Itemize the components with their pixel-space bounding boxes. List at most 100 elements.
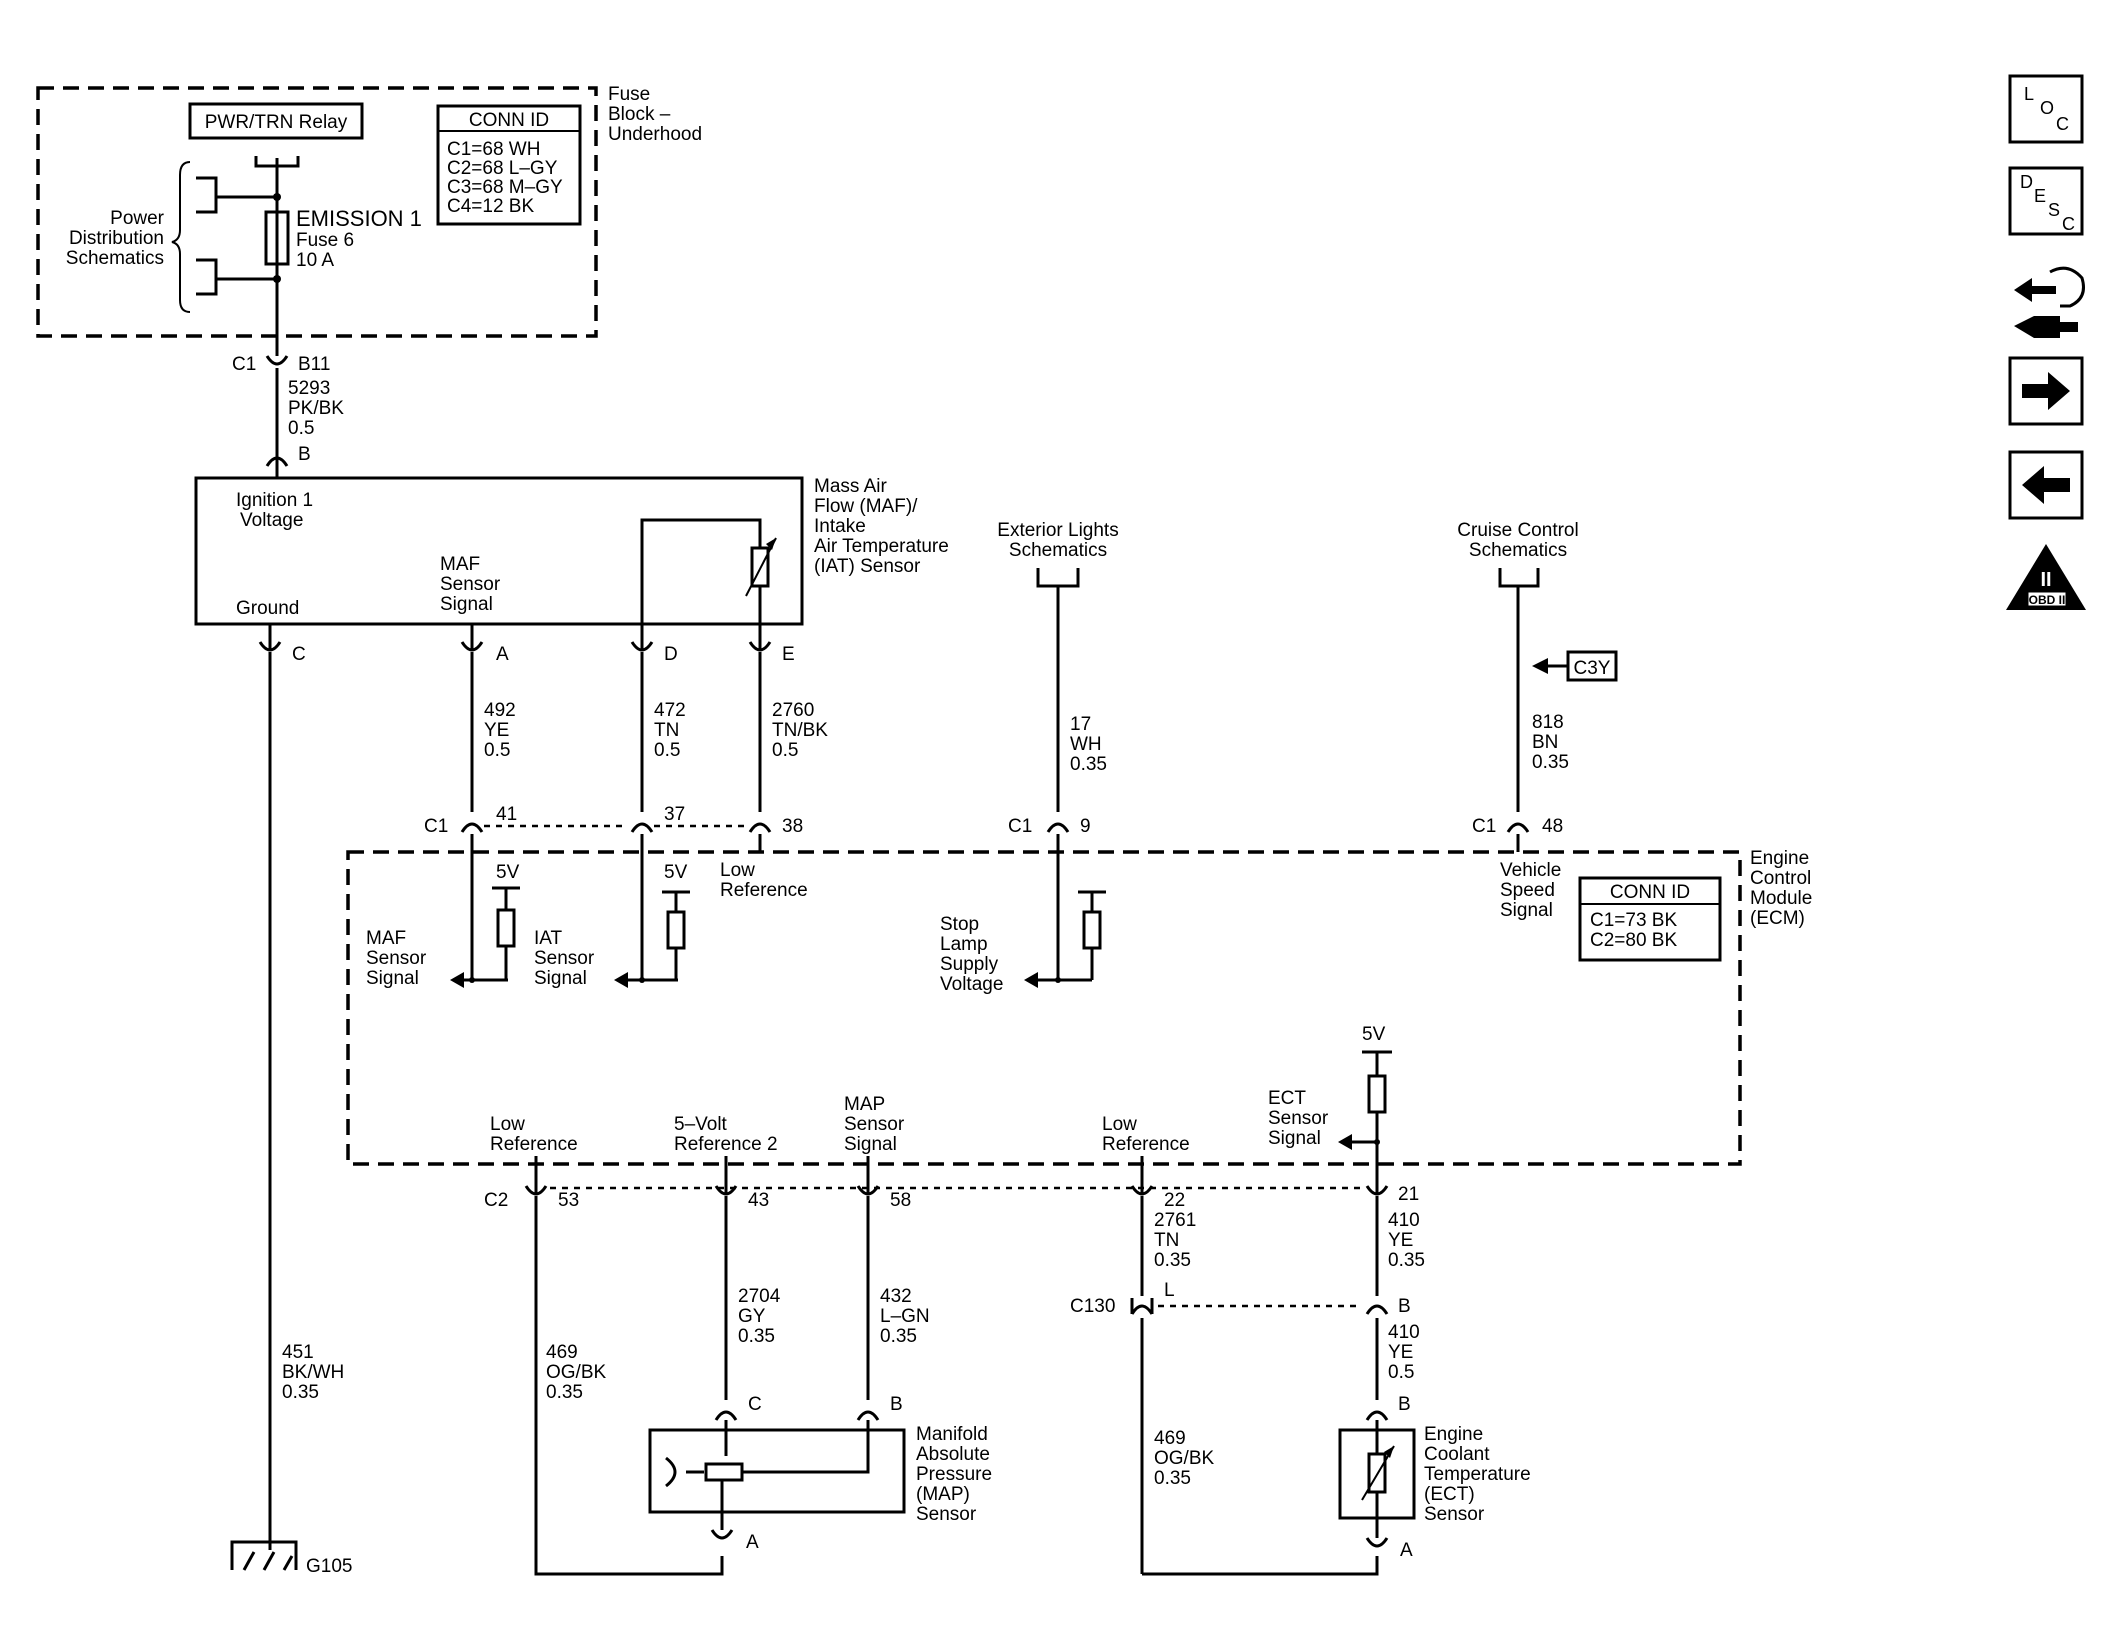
ecm-c2-connectors: C2 53 43 58 22 21 — [484, 1164, 1419, 1211]
power-dist-label-1: Power — [110, 208, 165, 229]
arrow-left-icon — [2022, 466, 2070, 504]
ground-label: Ground — [236, 598, 299, 619]
maf-5v-label: 5V — [496, 862, 520, 883]
ecm-title-1: Engine — [1750, 848, 1809, 869]
wire-432-color: L–GN — [880, 1306, 930, 1327]
ecm-low-ref-1-b: Reference — [490, 1134, 578, 1155]
wire-2761-gauge: 0.35 — [1154, 1250, 1191, 1271]
ecm-iat-signal-1: IAT — [534, 928, 563, 949]
map-pin-a: A — [746, 1532, 759, 1553]
ecm-low-ref-1-a: Low — [490, 1114, 525, 1135]
ecm-low-ref-2-a: Low — [1102, 1114, 1137, 1135]
ecm-pin-41: 41 — [496, 804, 517, 825]
wire-2704-color: GY — [738, 1306, 766, 1327]
wire-492-color: YE — [484, 720, 509, 741]
ecm-pin-43: 43 — [748, 1190, 769, 1211]
stop-lamp-label-4: Voltage — [940, 974, 1003, 995]
upper-wires: 492 YE 0.5 472 TN 0.5 2760 TN/BK 0.5 Ext… — [470, 520, 1618, 812]
pwr-trn-relay-box — [188, 102, 364, 140]
c3y-box — [1566, 650, 1618, 682]
c130-label: C130 — [1070, 1296, 1115, 1317]
engine-control-module: Engine Control Module (ECM) CONN ID C1=7… — [346, 834, 1812, 1166]
vss-label-1: Vehicle — [1500, 860, 1561, 881]
ecm-pin-38: 38 — [782, 816, 803, 837]
ect-title-2: Coolant — [1424, 1444, 1490, 1465]
map-title-3: Pressure — [916, 1464, 992, 1485]
ect-pin-b: B — [1398, 1394, 1411, 1415]
wire-2704-gauge: 0.35 — [738, 1326, 775, 1347]
wire-2761-color: TN — [1154, 1230, 1179, 1251]
c1-label-vss: C1 — [1472, 816, 1496, 837]
stop-lamp-label-3: Supply — [940, 954, 999, 975]
wire-2760-gauge: 0.5 — [772, 740, 798, 761]
c1-label-maf: C1 — [424, 816, 448, 837]
ecm-pin-58: 58 — [890, 1190, 911, 1211]
maf-iat-title-1: Mass Air — [814, 476, 888, 497]
previous-page-button[interactable] — [2008, 450, 2084, 520]
desc-letter-e: E — [2034, 186, 2046, 206]
maf-pullup-resistor — [496, 908, 516, 948]
obd-ii-numeral: II — [2040, 569, 2051, 591]
c130-pin-l: L — [1164, 1280, 1175, 1301]
repair-hand-icon[interactable] — [2014, 266, 2085, 338]
wire-818-color: BN — [1532, 732, 1558, 753]
iat-pullup-resistor — [666, 910, 686, 950]
ecm-c1-connectors: C1 41 37 38 C1 9 C1 48 — [424, 804, 1563, 837]
ecm-conn-id-header: CONN ID — [1610, 882, 1690, 903]
ecm-title-2: Control — [1750, 868, 1811, 889]
fuse-conn-id-row-1: C1=68 WH — [447, 139, 540, 160]
wire-5293-gauge: 0.5 — [288, 418, 314, 439]
fuse-number: Fuse 6 — [296, 230, 354, 251]
wire-5293-color: PK/BK — [288, 398, 344, 419]
ground-symbol-icon — [230, 1540, 298, 1571]
ecm-conn-id-row-1: C1=73 BK — [1590, 910, 1677, 931]
fuse-conn-pin: B11 — [298, 354, 330, 375]
wire-451-circuit: 451 — [282, 1342, 314, 1363]
wire-410b-circuit: 410 — [1388, 1322, 1420, 1343]
ground-g105: G105 — [306, 1556, 352, 1577]
stop-lamp-arrow-icon — [1024, 972, 1038, 988]
fuse-conn-id-header: CONN ID — [469, 110, 549, 131]
ecm-title-4: (ECM) — [1750, 908, 1805, 929]
wire-2760-color: TN/BK — [772, 720, 828, 741]
obd-ii-button[interactable]: II OBD II — [2006, 544, 2086, 610]
map-title-4: (MAP) — [916, 1484, 970, 1505]
ecm-pin-22: 22 — [1164, 1190, 1185, 1211]
wire-472-gauge: 0.5 — [654, 740, 680, 761]
next-page-button[interactable] — [2008, 356, 2084, 426]
maf-iat-title-4: Air Temperature — [814, 536, 949, 557]
wire-17-circuit: 17 — [1070, 714, 1091, 735]
wire-818-gauge: 0.35 — [1532, 752, 1569, 773]
desc-letter-s: S — [2048, 200, 2060, 220]
desc-button[interactable]: D E S C — [2008, 166, 2084, 236]
ect-signal-label-1: ECT — [1268, 1088, 1306, 1109]
lower-wires: 469 OG/BK 0.35 2704 GY 0.35 432 L–GN 0.3… — [534, 1196, 1425, 1576]
power-dist-label-3: Schematics — [66, 248, 164, 269]
nav-panel: L O C D E S C II OBD II — [2006, 74, 2086, 610]
exterior-lights-label-2: Schematics — [1009, 540, 1107, 561]
obd-ii-label: OBD II — [2029, 593, 2066, 607]
fuse-block-underhood: Fuse Block – Underhood PWR/TRN Relay CON… — [36, 84, 702, 356]
fuse-rating: 10 A — [296, 250, 334, 271]
loc-button[interactable]: L O C — [2008, 74, 2084, 144]
loc-letter-o: O — [2040, 98, 2054, 118]
exterior-lights-label-1: Exterior Lights — [997, 520, 1118, 541]
cruise-control-label-1: Cruise Control — [1457, 520, 1578, 541]
ecm-map-signal-a: MAP — [844, 1094, 885, 1115]
fuse-conn-id-row-3: C3=68 M–GY — [447, 177, 563, 198]
maf-iat-title-5: (IAT) Sensor — [814, 556, 921, 577]
ecm-low-ref-top-2: Reference — [720, 880, 808, 901]
wire-17-gauge: 0.35 — [1070, 754, 1107, 775]
map-pressure-port-icon — [665, 1456, 677, 1488]
ect-pin-a: A — [1400, 1540, 1413, 1561]
ecm-5v-ref-b: Reference 2 — [674, 1134, 778, 1155]
wire-410a-circuit: 410 — [1388, 1210, 1420, 1231]
fuse-conn-c1: C1 — [232, 354, 256, 375]
wire-469b-color: OG/BK — [1154, 1448, 1215, 1469]
pwr-trn-relay-label: PWR/TRN Relay — [205, 112, 348, 133]
wire-410a-color: YE — [1388, 1230, 1413, 1251]
fuse-block-title-3: Underhood — [608, 124, 702, 145]
c1-label-stop: C1 — [1008, 816, 1032, 837]
wire-2704-circuit: 2704 — [738, 1286, 781, 1307]
